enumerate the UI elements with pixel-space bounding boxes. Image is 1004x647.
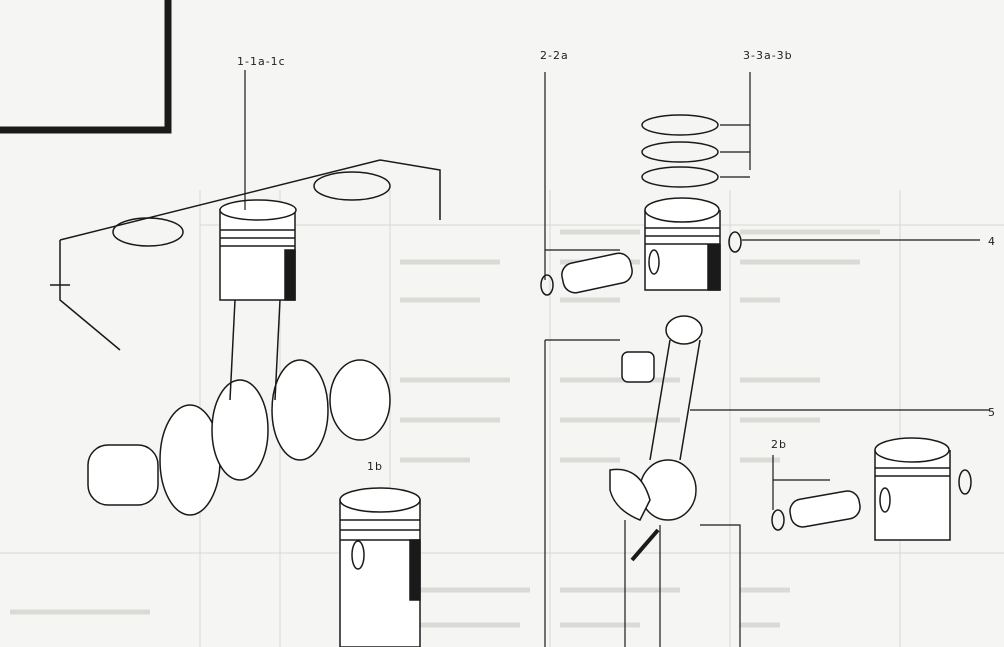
callout-piston-assembly: 1-1a-1c: [237, 55, 286, 68]
callout-circlip: 4: [988, 235, 996, 248]
piston-rings: [641, 114, 719, 188]
cylinder-bore-1: [112, 217, 184, 247]
engine-block: [50, 159, 441, 351]
frame-corner: [0, 0, 172, 134]
crankshaft: [87, 359, 391, 516]
callout-pin-set-b: 2b: [771, 438, 787, 451]
callout-pin-set: 2-2a: [540, 49, 569, 62]
background-table-text: [10, 229, 880, 628]
piston-in-block: [219, 199, 297, 401]
piston-right: [771, 437, 972, 541]
callout-piston-b: 1b: [367, 460, 383, 473]
cylinder-bore-2: [313, 171, 391, 201]
circlip-left: [540, 274, 554, 296]
piston: [644, 197, 721, 291]
leader-lines: [244, 70, 990, 647]
connecting-rod: [609, 315, 703, 562]
callout-rings: 3-3a-3b: [743, 49, 793, 62]
circlip: [728, 231, 742, 253]
background-table-grid: [0, 190, 1004, 647]
piston-pin: [561, 252, 633, 294]
callout-conrod: 5: [988, 406, 996, 419]
piston-1b: [339, 487, 421, 647]
